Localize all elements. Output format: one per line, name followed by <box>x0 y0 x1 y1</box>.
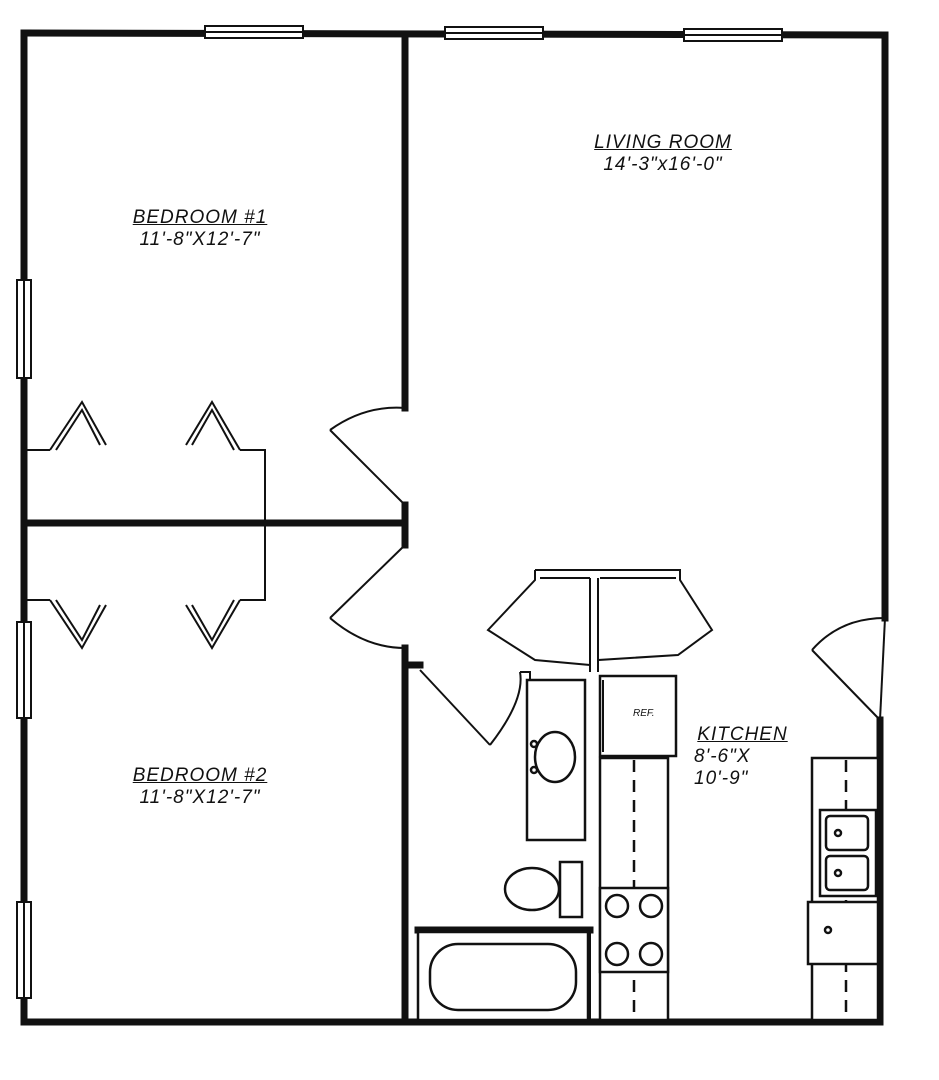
bedroom2-label: BEDROOM #2 11'-8"X12'-7" <box>90 765 310 809</box>
refrigerator <box>598 674 678 758</box>
refrigerator-label: REF. <box>633 708 655 719</box>
bathroom-fixtures <box>416 678 590 1022</box>
bedroom1-dimensions: 11'-8"X12'-7" <box>139 229 261 250</box>
living-room-label: LIVING ROOM 14'-3"x16'-0" <box>548 132 778 176</box>
kitchen-name: KITCHEN <box>697 724 788 745</box>
bath-door <box>419 669 531 746</box>
bedroom2-dimensions: 11'-8"X12'-7" <box>139 787 261 808</box>
toilet-bowl <box>503 866 561 912</box>
kitchen-dimensions-line2: 10'-9" <box>694 768 749 789</box>
exterior-walls <box>20 29 889 1026</box>
kitchen-fixtures <box>598 674 880 1022</box>
entry-door <box>811 617 886 721</box>
sink-bowl <box>533 730 577 784</box>
closet-doors-bedroom2 <box>49 599 241 650</box>
bedroom2-name: BEDROOM #2 <box>132 765 268 786</box>
kitchen-label: KITCHEN 8'-6"X 10'-9" <box>680 724 805 790</box>
kitchen-dimensions-line1: 8'-6"X <box>694 746 751 767</box>
dishwasher <box>806 900 880 966</box>
burner <box>604 941 630 967</box>
closet-doors-bedroom1 <box>49 400 241 451</box>
living-room-name: LIVING ROOM <box>594 132 732 153</box>
interior-walls <box>20 32 599 1026</box>
bedroom-doors <box>329 406 406 649</box>
burner <box>638 893 664 919</box>
living-room-dimensions: 14'-3"x16'-0" <box>603 154 723 175</box>
hall-closets <box>486 569 714 666</box>
bedroom1-name: BEDROOM #1 <box>132 207 268 228</box>
burner <box>604 893 630 919</box>
windows <box>16 25 783 999</box>
burner <box>638 941 664 967</box>
toilet-tank <box>558 860 584 919</box>
bedroom1-label: BEDROOM #1 11'-8"X12'-7" <box>90 207 310 251</box>
